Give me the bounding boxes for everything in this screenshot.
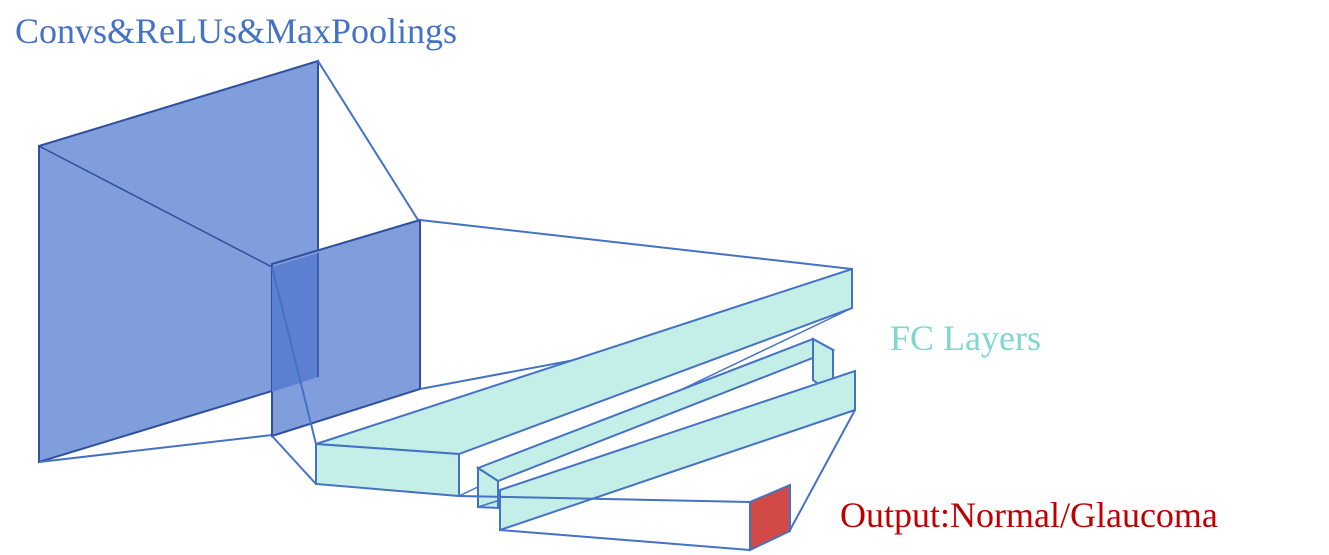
conv-overlap-region (272, 253, 318, 392)
connector-fc-top (419, 219, 853, 270)
connector-fc-left-bottom (271, 435, 317, 485)
connector-conv-bottom (38, 434, 273, 463)
conv-large-diagonal-top (38, 145, 273, 268)
fc-title-label: FC Layers (890, 318, 1041, 358)
connector-output-right (789, 409, 856, 531)
fc-layer-1-front (315, 442, 460, 498)
connector-fc-left-top (271, 266, 317, 445)
connector-conv-top (317, 60, 419, 221)
output-node (749, 483, 791, 552)
connector-output-bottom (499, 529, 751, 551)
conv-title-label: Convs&ReLUs&MaxPoolings (15, 11, 457, 51)
output-title-label: Output:Normal/Glaucoma (840, 495, 1218, 535)
connector-output-top (458, 495, 751, 503)
fc-layer-2-front (477, 466, 499, 510)
